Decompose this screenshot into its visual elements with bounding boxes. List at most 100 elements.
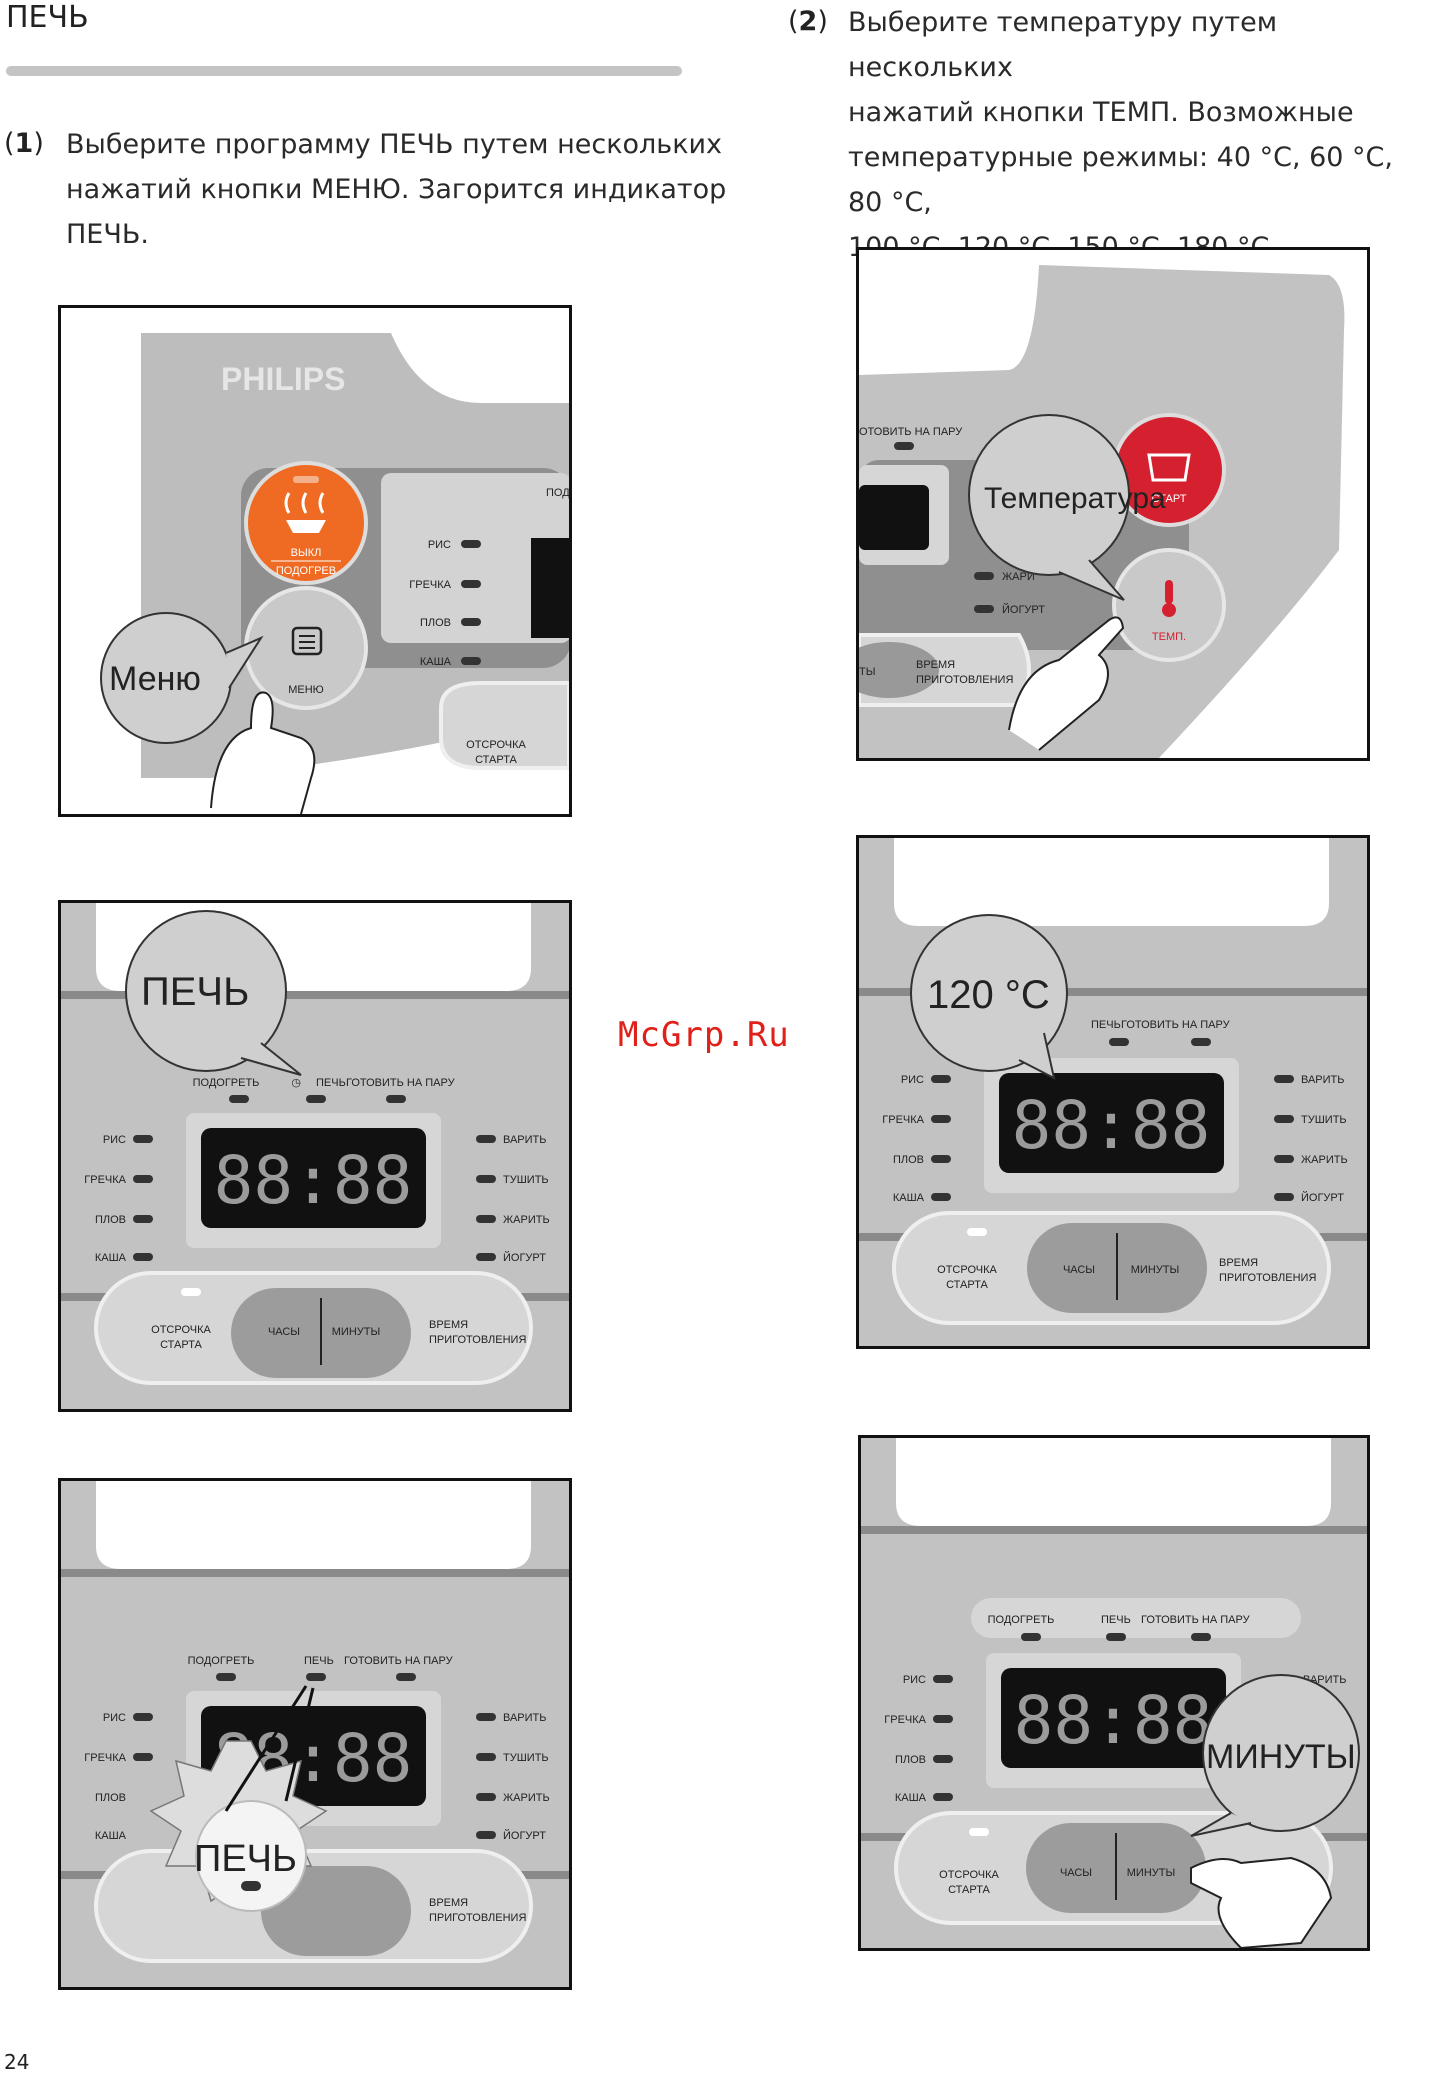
svg-text:ВРЕМЯ: ВРЕМЯ	[916, 659, 955, 671]
svg-text:СТАРТА: СТАРТА	[946, 1279, 988, 1291]
svg-text:ЖАРИТЬ: ЖАРИТЬ	[503, 1792, 550, 1804]
minutes-illustration: ПОДОГРЕТЬ ПЕЧЬ ГОТОВИТЬ НА ПАРУ 88:88 РИ…	[858, 1435, 1370, 1951]
svg-text:ГОТОВИТЬ НА ПАРУ: ГОТОВИТЬ НА ПАРУ	[1121, 1019, 1231, 1031]
svg-text:ГРЕЧКА: ГРЕЧКА	[84, 1174, 126, 1186]
pech-illustration: ПОДОГРЕТЬ ПЕЧЬ ГОТОВИТЬ НА ПАРУ ◷ 88:88 …	[58, 900, 572, 1412]
svg-text:ПОД: ПОД	[546, 487, 569, 499]
step2-text: Выберите температуру путем нескольких на…	[848, 7, 1393, 263]
temp-illustration: ОТОВИТЬ НА ПАРУ ЖАРИ ЙОГУРТ СТАРТ ТЕМП. …	[856, 247, 1370, 761]
step1-text: Выберите программу ПЕЧЬ путем нескольких…	[66, 129, 727, 250]
temp-callout: Температура	[984, 482, 1166, 515]
svg-text:ТУШИТЬ: ТУШИТЬ	[503, 1752, 549, 1764]
svg-text:◷: ◷	[291, 1077, 301, 1089]
svg-text:МИНУТЫ: МИНУТЫ	[332, 1326, 380, 1338]
svg-text:ВАРИТЬ: ВАРИТЬ	[503, 1134, 547, 1146]
svg-text:ЧАСЫ: ЧАСЫ	[268, 1326, 300, 1338]
page-number: 24	[4, 2050, 30, 2074]
svg-text:МЕНЮ: МЕНЮ	[288, 684, 324, 696]
svg-text:ПОДОГРЕВ: ПОДОГРЕВ	[276, 565, 336, 577]
svg-text:ЖАРИТЬ: ЖАРИТЬ	[503, 1214, 550, 1226]
svg-text:КАША: КАША	[895, 1792, 927, 1804]
svg-text:РИС: РИС	[103, 1134, 126, 1146]
svg-text:ПЛОВ: ПЛОВ	[893, 1154, 924, 1166]
svg-text:РИС: РИС	[903, 1674, 926, 1686]
title-rule	[6, 66, 682, 76]
svg-text:ЖАРИ: ЖАРИ	[1002, 571, 1035, 583]
svg-text:ОТОВИТЬ НА ПАРУ: ОТОВИТЬ НА ПАРУ	[859, 426, 963, 438]
svg-text:ВЫКЛ: ВЫКЛ	[291, 547, 322, 559]
brand-logo: PHILIPS	[221, 361, 345, 397]
svg-text:ЙОГУРТ: ЙОГУРТ	[503, 1829, 546, 1842]
svg-text:88:88: 88:88	[1012, 1087, 1211, 1164]
svg-text:ПОДОГРЕТЬ: ПОДОГРЕТЬ	[193, 1077, 260, 1089]
svg-text:ПЛОВ: ПЛОВ	[895, 1754, 926, 1766]
svg-text:ПОДОГРЕТЬ: ПОДОГРЕТЬ	[988, 1614, 1055, 1626]
svg-text:ОТСРОЧКА: ОТСРОЧКА	[151, 1324, 211, 1336]
svg-text:ПЕЧЬ: ПЕЧЬ	[304, 1655, 334, 1667]
svg-text:РИС: РИС	[901, 1074, 924, 1086]
svg-text:ПЕЧЬ: ПЕЧЬ	[316, 1077, 346, 1089]
svg-text:СТАРТА: СТАРТА	[948, 1884, 990, 1896]
svg-text:ТЫ: ТЫ	[859, 666, 875, 678]
svg-text:ПЕЧЬ: ПЕЧЬ	[1091, 1019, 1121, 1031]
svg-text:МИНУТЫ: МИНУТЫ	[1127, 1867, 1175, 1879]
minutes-callout: МИНУТЫ	[1206, 1738, 1356, 1776]
svg-text:ЙОГУРТ: ЙОГУРТ	[503, 1251, 546, 1264]
svg-text:ЧАСЫ: ЧАСЫ	[1060, 1867, 1092, 1879]
svg-text:КАША: КАША	[893, 1192, 925, 1204]
svg-text:ОТСРОЧКА: ОТСРОЧКА	[466, 739, 526, 751]
svg-text:КАША: КАША	[420, 656, 452, 668]
svg-text:ТУШИТЬ: ТУШИТЬ	[1301, 1114, 1347, 1126]
svg-text:ЧАСЫ: ЧАСЫ	[1063, 1264, 1095, 1276]
svg-text:КАША: КАША	[95, 1830, 127, 1842]
menu-illustration: PHILIPS ПОД РИС ГРЕЧКА ПЛОВ КАША ВЫКЛ ПО…	[58, 305, 572, 817]
svg-text:СТАРТА: СТАРТА	[475, 754, 517, 766]
pech-glow-callout: ПЕЧЬ	[194, 1838, 297, 1880]
page-title: ПЕЧЬ	[6, 0, 89, 35]
svg-text:ОТСРОЧКА: ОТСРОЧКА	[939, 1869, 999, 1881]
pech-callout: ПЕЧЬ	[141, 970, 249, 1014]
menu-program-list: РИС ГРЕЧКА ПЛОВ КАША	[409, 539, 481, 668]
svg-text:88:88: 88:88	[214, 1142, 413, 1219]
svg-text:ЙОГУРТ: ЙОГУРТ	[1301, 1191, 1344, 1204]
svg-text:ВАРИТЬ: ВАРИТЬ	[1301, 1074, 1345, 1086]
svg-text:ВРЕМЯ: ВРЕМЯ	[429, 1319, 468, 1331]
svg-text:ПРИГОТОВЛЕНИЯ: ПРИГОТОВЛЕНИЯ	[1219, 1272, 1316, 1284]
temp-value-illustration: ПЕЧЬ ГОТОВИТЬ НА ПАРУ 88:88 РИС ГРЕЧКА П…	[856, 835, 1370, 1349]
svg-text:КАША: КАША	[95, 1252, 127, 1264]
svg-text:ПРИГОТОВЛЕНИЯ: ПРИГОТОВЛЕНИЯ	[916, 674, 1013, 686]
step2-number: (2)	[788, 6, 828, 37]
svg-text:МИНУТЫ: МИНУТЫ	[1131, 1264, 1179, 1276]
svg-text:88:88: 88:88	[1014, 1682, 1213, 1759]
svg-text:ПОДОГРЕТЬ: ПОДОГРЕТЬ	[188, 1655, 255, 1667]
svg-text:ВАРИТЬ: ВАРИТЬ	[503, 1712, 547, 1724]
svg-text:ПЛОВ: ПЛОВ	[95, 1792, 126, 1804]
svg-text:ГРЕЧКА: ГРЕЧКА	[409, 579, 451, 591]
step1-number: (1)	[4, 128, 44, 159]
menu-callout: Меню	[109, 660, 201, 698]
svg-text:ПЛОВ: ПЛОВ	[95, 1214, 126, 1226]
svg-text:ГОТОВИТЬ НА ПАРУ: ГОТОВИТЬ НА ПАРУ	[1141, 1614, 1251, 1626]
svg-text:ГРЕЧКА: ГРЕЧКА	[884, 1714, 926, 1726]
svg-text:ПРИГОТОВЛЕНИЯ: ПРИГОТОВЛЕНИЯ	[429, 1912, 526, 1924]
svg-text:ПЛОВ: ПЛОВ	[420, 617, 451, 629]
temp-value-callout: 120 °C	[927, 973, 1050, 1017]
svg-text:ТУШИТЬ: ТУШИТЬ	[503, 1174, 549, 1186]
svg-text:ЙОГУРТ: ЙОГУРТ	[1002, 603, 1045, 616]
svg-text:ОТСРОЧКА: ОТСРОЧКА	[937, 1264, 997, 1276]
svg-text:ПЕЧЬ: ПЕЧЬ	[1101, 1614, 1131, 1626]
svg-text:СТАРТА: СТАРТА	[160, 1339, 202, 1351]
svg-text:ВРЕМЯ: ВРЕМЯ	[1219, 1257, 1258, 1269]
pech-indicator-illustration: ПОДОГРЕТЬ ПЕЧЬ ГОТОВИТЬ НА ПАРУ 88:88 РИ…	[58, 1478, 572, 1990]
svg-text:ЖАРИТЬ: ЖАРИТЬ	[1301, 1154, 1348, 1166]
svg-text:ТЕМП.: ТЕМП.	[1152, 631, 1186, 643]
svg-text:ГРЕЧКА: ГРЕЧКА	[84, 1752, 126, 1764]
svg-text:ПРИГОТОВЛЕНИЯ: ПРИГОТОВЛЕНИЯ	[429, 1334, 526, 1346]
svg-text:ГОТОВИТЬ НА ПАРУ: ГОТОВИТЬ НА ПАРУ	[346, 1077, 456, 1089]
svg-text:ГОТОВИТЬ НА ПАРУ: ГОТОВИТЬ НА ПАРУ	[344, 1655, 454, 1667]
svg-text:ГРЕЧКА: ГРЕЧКА	[882, 1114, 924, 1126]
svg-text:РИС: РИС	[428, 539, 451, 551]
svg-text:ВРЕМЯ: ВРЕМЯ	[429, 1897, 468, 1909]
svg-text:СТАРТ: СТАРТ	[1152, 493, 1187, 505]
watermark: McGrp.Ru	[618, 1015, 790, 1055]
